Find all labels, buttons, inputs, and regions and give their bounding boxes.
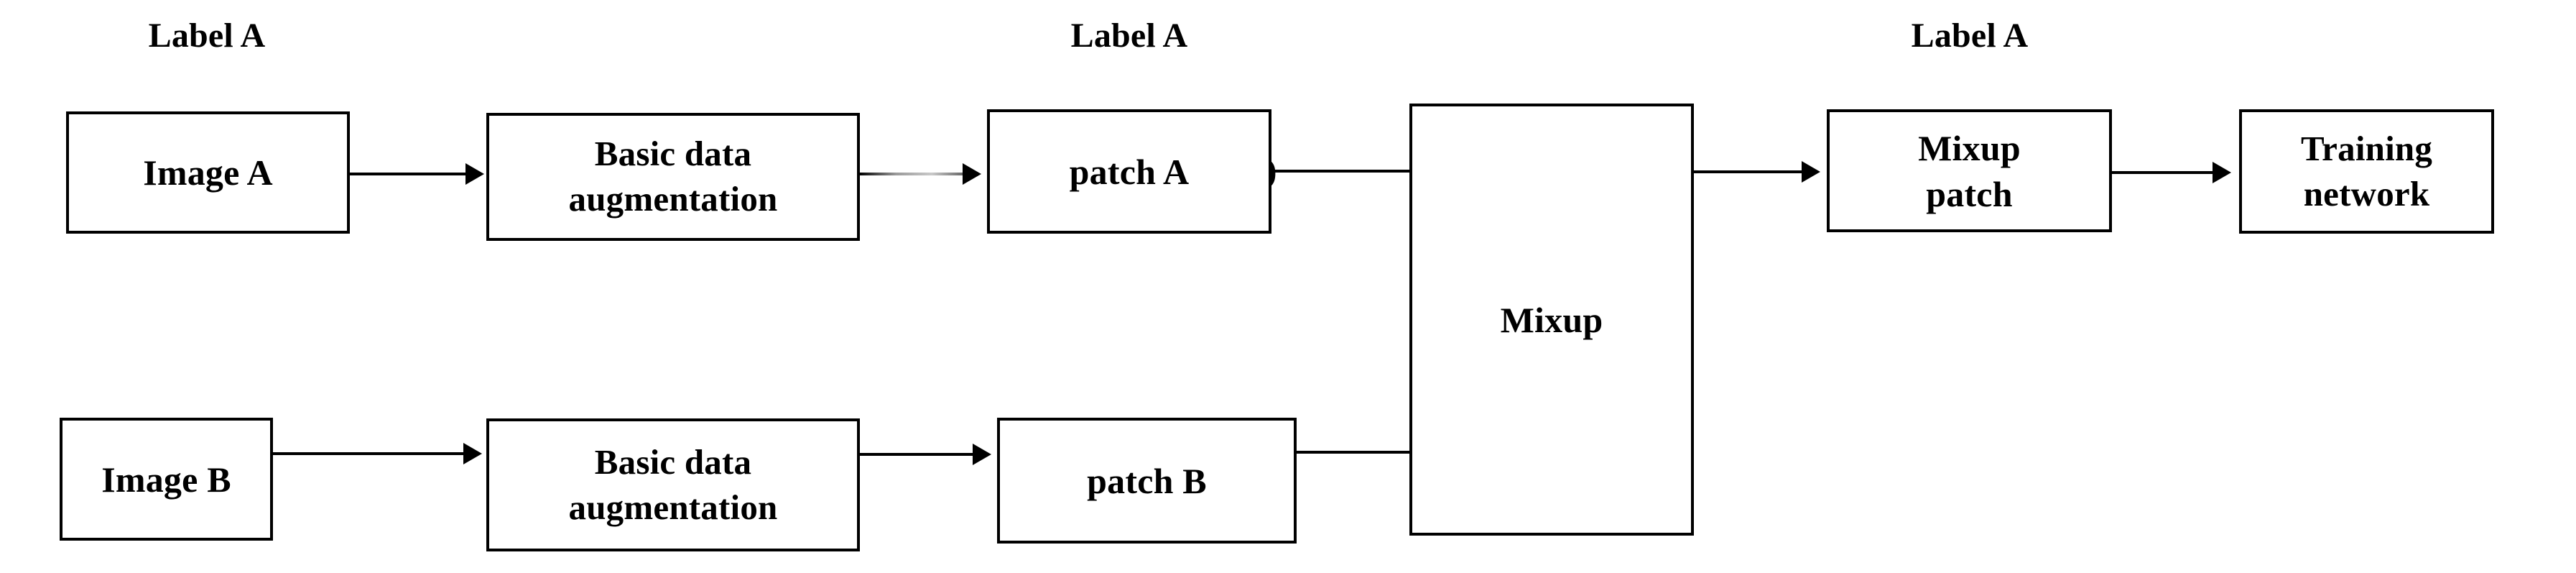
node-mixup[interactable]: Mixup: [1409, 104, 1694, 536]
edge-mixup-patch-to-network-line: [2112, 171, 2214, 174]
node-image-a[interactable]: Image A: [66, 111, 350, 234]
node-image-b[interactable]: Image B: [60, 418, 273, 541]
node-patch-a-label: patch A: [1069, 151, 1190, 192]
node-mixup-label: Mixup: [1500, 299, 1603, 340]
node-mixup-patch-label: Mixup patch: [1918, 127, 2021, 214]
arrow-head-icon-mixup-to-mixup-patch: [1802, 161, 1820, 183]
edge-image-a-to-aug-a-line: [350, 173, 468, 175]
node-basic-data-augmentation-b-label: Basic data augmentation: [568, 441, 778, 527]
edge-patch-a-to-mixup-line: [1271, 170, 1412, 173]
arrow-head-icon-image-b-to-aug-b: [463, 443, 482, 464]
node-basic-data-augmentation-b[interactable]: Basic data augmentation: [486, 418, 860, 551]
arrow-head-icon-mixup-patch-to-network: [2213, 162, 2231, 183]
arrow-head-icon-aug-a-to-patch-a: [963, 163, 981, 185]
node-basic-data-augmentation-a-label: Basic data augmentation: [568, 134, 778, 219]
edge-patch-b-to-mixup-line: [1297, 451, 1412, 454]
caption-label-a-image: Label A: [148, 17, 266, 55]
edge-aug-a-to-patch-a-line: [860, 173, 963, 175]
node-patch-a[interactable]: patch A: [987, 109, 1271, 234]
node-mixup-patch[interactable]: Mixup patch: [1827, 109, 2112, 232]
edge-image-b-to-aug-b-line: [273, 452, 465, 455]
node-patch-b-label: patch B: [1087, 460, 1207, 501]
node-patch-b[interactable]: patch B: [997, 418, 1297, 544]
caption-label-a-patch: Label A: [1070, 17, 1188, 55]
node-training-network[interactable]: Training network: [2239, 109, 2494, 234]
node-basic-data-augmentation-a[interactable]: Basic data augmentation: [486, 113, 860, 241]
arrow-head-icon-image-a-to-aug-a: [465, 163, 484, 185]
edge-mixup-to-mixup-patch-line: [1694, 170, 1803, 173]
node-training-network-label: Training network: [2300, 128, 2433, 214]
caption-label-a-mixup: Label A: [1911, 17, 2029, 55]
edge-aug-b-to-patch-b-line: [860, 453, 974, 456]
node-image-b-label: Image B: [101, 459, 231, 500]
arrow-head-icon-aug-b-to-patch-b: [973, 444, 991, 465]
node-image-a-label: Image A: [143, 152, 273, 193]
